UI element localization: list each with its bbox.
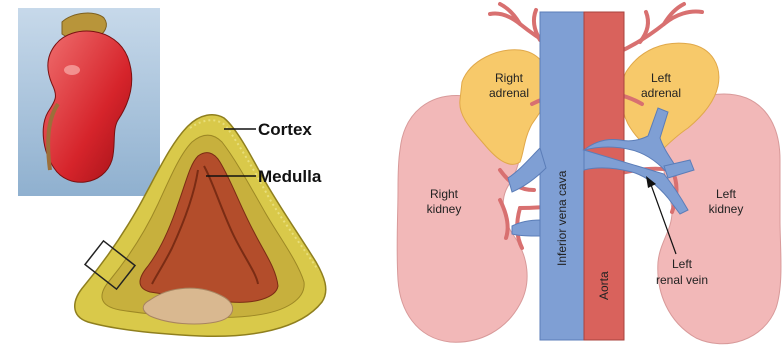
medulla-label: Medulla	[258, 167, 322, 186]
right-panel: Right adrenal Left adrenal Right kidney …	[397, 4, 781, 344]
left-adrenal-label-line2: adrenal	[641, 86, 681, 100]
right-adrenal-label-line2: adrenal	[489, 86, 529, 100]
renal-vein-label-line1: Left	[672, 257, 693, 271]
right-kidney-label-line1: Right	[430, 187, 459, 201]
kidney-inset	[18, 8, 160, 196]
right-kidney-label-line2: kidney	[427, 202, 462, 216]
left-adrenal-label-line1: Left	[651, 71, 672, 85]
left-kidney-label-line2: kidney	[709, 202, 744, 216]
cortex-label: Cortex	[258, 120, 312, 139]
inset-kidney-highlight	[64, 65, 80, 75]
left-panel: Cortex Medulla	[18, 8, 326, 336]
left-kidney-label-line1: Left	[716, 187, 737, 201]
renal-vein-label-line2: renal vein	[656, 273, 708, 287]
ivc-label: Inferior vena cava	[555, 170, 569, 266]
aorta-label: Aorta	[597, 271, 611, 300]
right-adrenal-label-line1: Right	[495, 71, 524, 85]
